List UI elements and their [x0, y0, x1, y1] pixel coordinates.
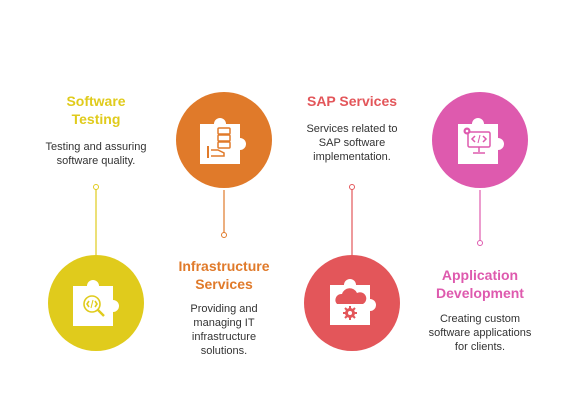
- server-hand-icon: [207, 127, 231, 158]
- application-node: [432, 92, 528, 188]
- infrastructure-node: [176, 92, 272, 188]
- connector-sap: [349, 184, 355, 258]
- connector-software-testing: [93, 184, 99, 255]
- application-description: Creating custom software applications fo…: [428, 313, 532, 353]
- monitor-code-gear-icon: [463, 127, 491, 154]
- infrastructure-description: Providing and managing IT infrastructure…: [190, 303, 258, 357]
- sap-description: Services related to SAP software impleme…: [306, 123, 398, 163]
- infrastructure-title: Infrastructure Services: [178, 258, 270, 292]
- software-testing-node: [48, 255, 144, 351]
- code-search-icon: [83, 295, 105, 317]
- connector-application: [477, 190, 483, 246]
- cloud-gear-icon: [335, 288, 367, 320]
- application-title: Application Development: [436, 267, 524, 301]
- software-testing-description: Testing and assuring software quality.: [45, 141, 147, 167]
- software-testing-title: Software Testing: [66, 93, 126, 127]
- sap-title: SAP Services: [306, 93, 398, 109]
- connector-infrastructure: [221, 190, 227, 238]
- sap-node: [304, 255, 400, 351]
